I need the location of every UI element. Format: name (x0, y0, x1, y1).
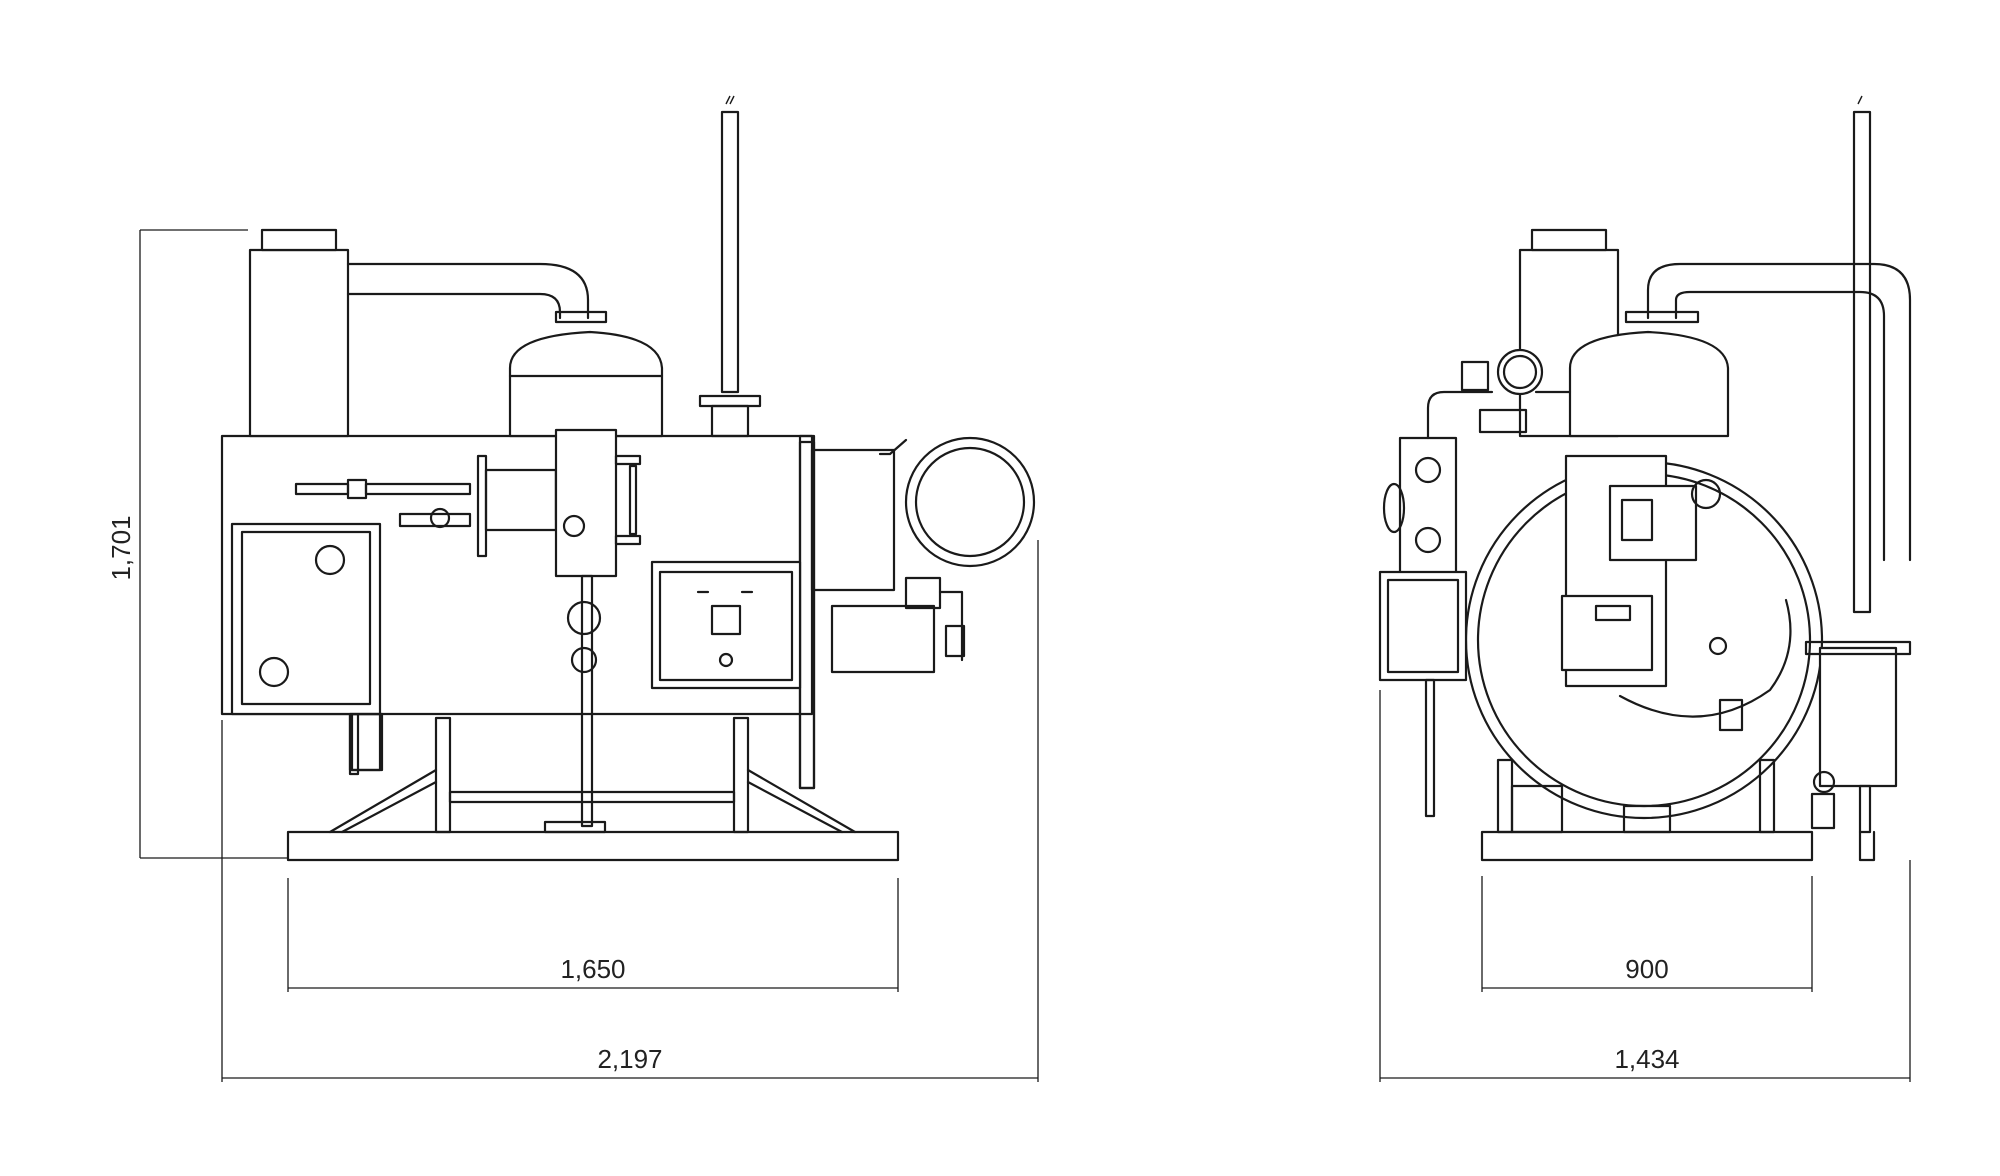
side-burner-arc (1618, 598, 1792, 718)
dim-front-inner-width-label: 1,650 (560, 954, 625, 984)
front-blower-fan (904, 436, 1036, 568)
side-junction-box (1378, 570, 1468, 682)
front-vertical-pipe (720, 110, 740, 394)
front-water-column (554, 428, 618, 578)
side-steam-drum (1568, 330, 1730, 438)
side-inner-width-dimension (1481, 876, 1813, 992)
side-base-skid (1480, 830, 1814, 862)
dim-height-label: 1,701 (106, 515, 136, 580)
front-overall-width-dimension (221, 540, 1039, 1082)
side-overall-width-dimension (1379, 690, 1911, 1082)
side-fuel-valve-box (1560, 594, 1654, 672)
front-chimney (248, 248, 350, 438)
front-control-panel (650, 560, 802, 690)
side-chimney-cap (1530, 228, 1608, 252)
front-base-skid (286, 830, 900, 862)
front-burner-motor (830, 604, 936, 674)
side-top-pipe (1646, 262, 1912, 562)
side-view: 900 1,434 (1378, 95, 1912, 1082)
side-gauge-column (1398, 436, 1458, 580)
front-height-dimension (139, 229, 288, 859)
dim-front-overall-width-label: 2,197 (597, 1044, 662, 1074)
side-vertical-pipe (1852, 110, 1872, 614)
front-drain-pipe (580, 574, 594, 828)
front-top-pipe (346, 262, 590, 320)
dim-side-inner-width-label: 900 (1625, 954, 1668, 984)
front-steam-drum (508, 330, 664, 438)
front-support-frame (328, 716, 857, 834)
front-view: 1,701 1,650 2,197 (106, 95, 1039, 1082)
front-burner-housing (810, 448, 896, 592)
front-access-door (230, 522, 382, 716)
side-condensate-tank (1818, 646, 1898, 788)
dim-side-overall-width-label: 1,434 (1614, 1044, 1679, 1074)
front-inner-width-dimension (287, 878, 899, 992)
front-chimney-cap (260, 228, 338, 252)
